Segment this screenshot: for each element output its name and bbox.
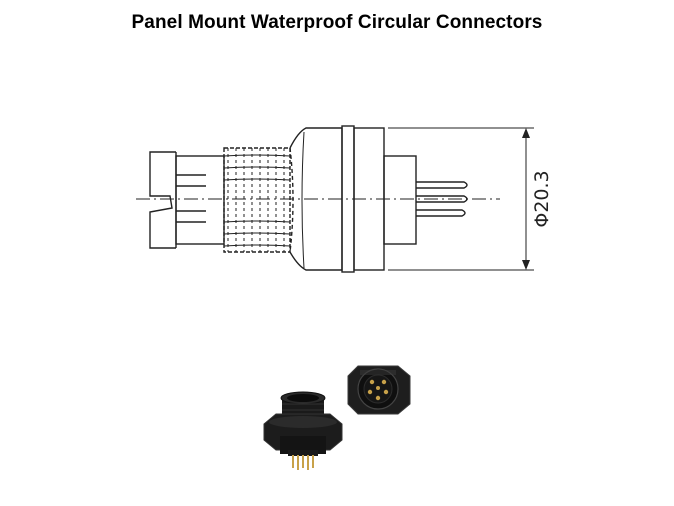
connector-front-view xyxy=(347,365,411,415)
dimension-arrow-bottom xyxy=(522,260,530,270)
front-insert xyxy=(383,155,417,245)
dimension-arrow-top xyxy=(522,128,530,138)
dimension-label: Φ20.3 xyxy=(531,170,553,227)
threaded-barrel xyxy=(223,147,291,253)
connector-side-view xyxy=(263,391,343,470)
rear-latch-outline xyxy=(149,151,176,249)
slide-title: Panel Mount Waterproof Circular Connecto… xyxy=(131,12,543,33)
